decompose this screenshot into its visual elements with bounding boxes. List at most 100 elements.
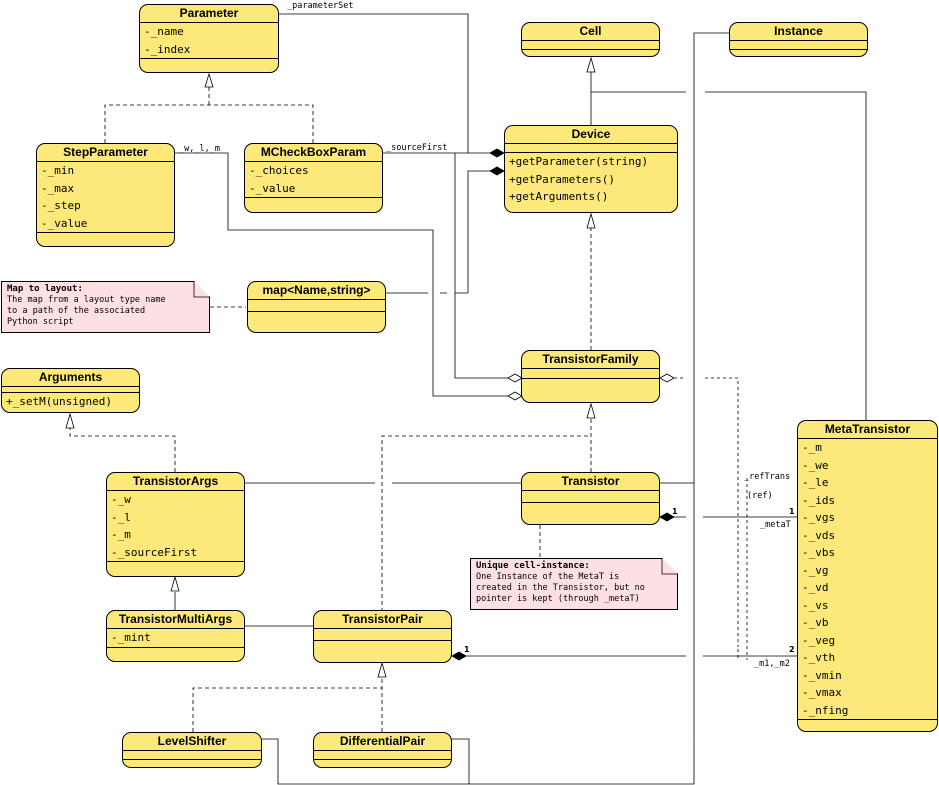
cell-instance-link [591, 91, 867, 422]
attribute: -_vmax [802, 686, 842, 699]
transistor-instance-association [659, 32, 729, 484]
device-composition-diamond-1 [489, 148, 505, 158]
attributes-section: -_name -_index [140, 23, 278, 59]
note-title: Map to layout: [7, 284, 83, 294]
class-name: Instance [730, 23, 867, 41]
operation: +getParameters() [509, 172, 615, 186]
class-transistor[interactable]: Transistor [521, 472, 660, 525]
attributes-section: -_choices -_value [245, 162, 382, 198]
attributes-section: -_min -_max -_step -_value [37, 162, 174, 233]
class-name: TransistorFamily [522, 351, 659, 369]
class-mcheckbox-param[interactable]: MCheckBoxParam -_choices -_value [244, 143, 383, 213]
class-name: Transistor [522, 473, 659, 491]
class-step-parameter[interactable]: StepParameter -_min -_max -_step -_value [36, 143, 175, 247]
attribute: -_vbs [802, 546, 836, 559]
class-name: MetaTransistor [798, 421, 937, 439]
pair-realization-arrowhead [377, 661, 387, 678]
device-map-composition [467, 170, 494, 293]
pair-to-family-realization [381, 435, 591, 612]
class-name: MCheckBoxParam [245, 144, 382, 162]
attribute: -_nfing [802, 703, 849, 717]
class-transistor-args[interactable]: TransistorArgs -_w -_l -_m -_sourceFirst [106, 472, 245, 577]
attribute: -_choices [249, 164, 309, 177]
attribute: -_vg [802, 563, 829, 577]
note-unique-cell-instance[interactable]: Unique cell-instance: One Instance of th… [470, 558, 678, 610]
attributes-section [522, 41, 659, 50]
class-arguments[interactable]: Arguments +_setM(unsigned) [1, 368, 140, 413]
note-line: created in the Transistor, but no [476, 583, 645, 593]
levelshifter-instance-link [262, 483, 695, 785]
class-name: Parameter [140, 5, 278, 23]
class-name: Arguments [2, 369, 139, 387]
label-wlm: _w,_l,_m [179, 144, 220, 154]
attribute: -_value [249, 181, 296, 195]
attribute: -_vs [802, 598, 829, 612]
attributes-section [2, 387, 139, 393]
multiplicity-meta-end: 1 [789, 507, 795, 516]
label-ref: (ref) [747, 491, 773, 501]
note-line: pointer is kept (through _metaT) [476, 594, 640, 604]
attribute: -_sourceFirst [111, 545, 198, 559]
attributes-section: -_mint [107, 629, 244, 648]
parameter-realization-arrowhead [204, 72, 214, 88]
operations-section: +_setM(unsigned) [2, 393, 139, 411]
class-name: TransistorMultiArgs [107, 611, 244, 629]
class-map-name-string[interactable]: map<Name,string> [247, 281, 386, 333]
attribute: -_m [802, 441, 822, 454]
class-transistor-family[interactable]: TransistorFamily [521, 350, 660, 403]
attribute: -_step [41, 199, 81, 212]
operation: +getParameter(string) [509, 155, 649, 168]
note-line: Python script [7, 317, 74, 327]
class-level-shifter[interactable]: LevelShifter [122, 732, 262, 768]
attribute: -_vmin [802, 668, 842, 682]
class-name: Device [505, 126, 677, 144]
attribute: -_m [111, 528, 131, 541]
note-map-to-layout[interactable]: Map to layout: The map from a layout typ… [1, 281, 210, 333]
diffpair-instance-link [451, 738, 470, 784]
attribute: -_l [111, 510, 131, 524]
attribute: -_min [41, 164, 75, 177]
levelshifter-realization [192, 687, 382, 732]
class-name: DifferentialPair [314, 733, 451, 751]
attribute: -_max [41, 181, 75, 195]
attributes-section [314, 751, 451, 760]
multiplicity-transistor-meta: 1 [672, 507, 678, 516]
class-meta-transistor[interactable]: MetaTransistor -_m -_we -_le -_ids -_vgs… [797, 420, 938, 732]
attributes-section [730, 41, 867, 50]
note-line: to a path of the associated [7, 306, 146, 316]
attribute: -_mint [111, 631, 151, 644]
family-aggregation-diamond-1 [507, 391, 523, 401]
attribute: -_vgs [802, 511, 836, 524]
class-transistor-pair[interactable]: TransistorPair [313, 610, 452, 663]
attribute: -_name [144, 25, 184, 38]
class-parameter[interactable]: Parameter -_name -_index [139, 4, 279, 73]
operation: +_setM(unsigned) [6, 395, 112, 408]
class-transistor-multi-args[interactable]: TransistorMultiArgs -_mint [106, 610, 245, 662]
sourcefirst-family-link [454, 153, 509, 379]
attribute: -_vb [802, 616, 829, 629]
class-name: map<Name,string> [248, 282, 385, 300]
parameter-set-association [279, 13, 494, 154]
multiplicity-meta-pair-end: 2 [789, 645, 795, 654]
class-cell[interactable]: Cell [521, 22, 660, 57]
device-realization-arrowhead [586, 212, 596, 229]
attribute: -_le [802, 476, 829, 489]
arguments-realization-arrowhead [65, 412, 75, 429]
class-differential-pair[interactable]: DifferentialPair [313, 732, 452, 768]
class-instance[interactable]: Instance [729, 22, 868, 57]
args-generalization-arrowhead [170, 575, 180, 592]
attributes-section [248, 300, 385, 312]
label-m1-m2: _m1,_m2 [754, 659, 790, 669]
label-parameter-set: _parameterSet [287, 1, 354, 11]
attribute: -_index [144, 42, 191, 56]
operations-section: +getParameter(string) +getParameters() +… [505, 153, 677, 206]
note-title: Unique cell-instance: [476, 561, 590, 571]
family-realization-arrowhead [586, 402, 596, 419]
attribute: -_w [111, 493, 131, 506]
class-name: Cell [522, 23, 659, 41]
stepparam-to-parameter-realization [104, 104, 314, 143]
class-device[interactable]: Device +getParameter(string) +getParamet… [504, 125, 678, 213]
cell-generalization-arrowhead [586, 56, 596, 73]
label-meta-t: _metaT [760, 520, 791, 530]
